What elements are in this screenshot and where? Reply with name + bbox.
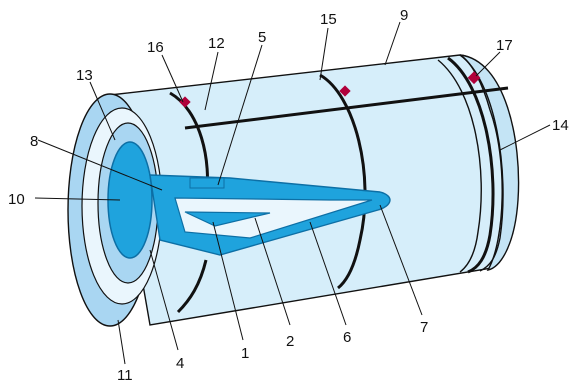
label-11: 11 <box>117 367 133 384</box>
leader-6 <box>309 221 347 326</box>
label-2: 2 <box>286 333 294 350</box>
label-17: 17 <box>496 37 513 54</box>
leader-17 <box>475 51 501 77</box>
leader-13 <box>89 81 116 141</box>
leader-10 <box>34 197 121 201</box>
label-13: 13 <box>76 67 93 84</box>
cutaway-inner-core <box>184 211 271 227</box>
leader-1 <box>212 221 244 341</box>
label-6: 6 <box>343 329 351 346</box>
longitudinal-rod <box>184 86 509 130</box>
label-12: 12 <box>208 35 225 52</box>
label-1: 1 <box>241 345 249 362</box>
label-16: 16 <box>147 39 164 56</box>
label-14: 14 <box>552 117 569 134</box>
leader-12 <box>204 51 219 111</box>
cutaway-light-layer <box>174 197 373 239</box>
leader-8 <box>37 139 163 191</box>
end-band-outer <box>437 59 482 273</box>
label-15: 15 <box>320 11 337 28</box>
leader-9 <box>384 21 401 66</box>
leader-7 <box>379 204 423 316</box>
leader-4 <box>149 249 179 351</box>
leader-11 <box>117 319 126 365</box>
leader-14 <box>499 124 551 151</box>
label-8: 8 <box>30 133 38 150</box>
cutaway-block-5 <box>189 177 225 189</box>
leader-2 <box>254 217 291 326</box>
label-7: 7 <box>420 319 428 336</box>
leader-16 <box>161 54 184 103</box>
front-band-lower <box>176 259 208 314</box>
end-band <box>447 56 495 274</box>
label-9: 9 <box>400 7 408 24</box>
leader-15 <box>319 27 329 81</box>
leader-5 <box>217 44 263 186</box>
right-end-cap <box>459 54 520 271</box>
label-4: 4 <box>176 355 184 372</box>
end-band-inner <box>459 54 504 272</box>
label-5: 5 <box>258 29 266 46</box>
label-10: 10 <box>8 191 25 208</box>
